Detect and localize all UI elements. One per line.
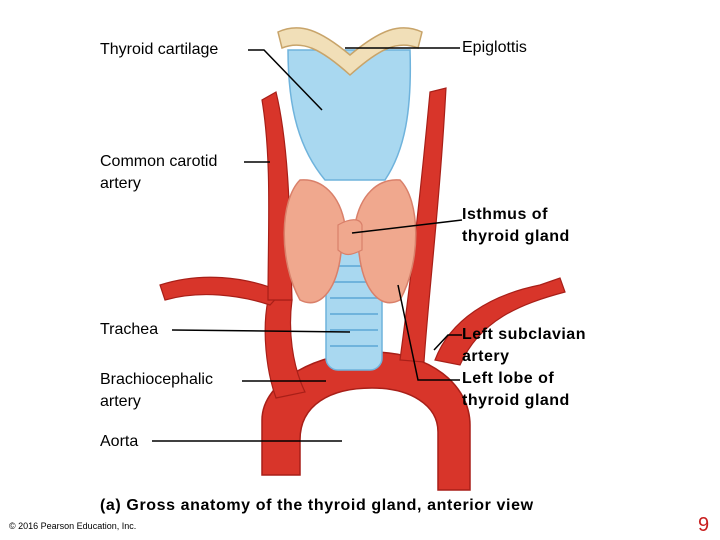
larynx-shape xyxy=(287,49,412,181)
leader-thyroid-cartilage xyxy=(248,49,323,111)
label-left-subclavian-line1: Left subclavian xyxy=(462,326,586,343)
brachiocephalic-artery-shape xyxy=(264,299,306,399)
leader-left-lobe xyxy=(397,284,460,381)
label-common-carotid-line2: artery xyxy=(100,175,141,192)
label-trachea: Trachea xyxy=(100,321,159,338)
left-subclavian-shape xyxy=(434,277,566,366)
label-aorta: Aorta xyxy=(100,433,139,450)
label-thyroid-cartilage: Thyroid cartilage xyxy=(100,41,219,58)
leader-trachea xyxy=(171,329,351,333)
page-number: 9 xyxy=(698,514,710,536)
label-epiglottis: Epiglottis xyxy=(462,39,527,56)
thyroid-right-lobe-shape xyxy=(283,179,346,304)
leader-left-subclavian xyxy=(433,334,462,351)
thyroid-isthmus-shape xyxy=(337,219,363,256)
figure-caption: (a) Gross anatomy of the thyroid gland, … xyxy=(100,497,534,514)
label-left-lobe-line1: Left lobe of xyxy=(462,370,555,387)
label-left-lobe-line2: thyroid gland xyxy=(462,392,570,409)
label-common-carotid-line1: Common carotid xyxy=(100,153,218,170)
label-isthmus-line2: thyroid gland xyxy=(462,228,570,245)
label-left-subclavian-line2: artery xyxy=(462,348,510,365)
label-brachiocephalic-line1: Brachiocephalic xyxy=(100,371,213,388)
right-subclavian-shape xyxy=(159,276,284,306)
leader-lines xyxy=(152,47,463,442)
label-isthmus-line1: Isthmus of xyxy=(462,206,548,223)
copyright-notice: © 2016 Pearson Education, Inc. xyxy=(9,521,137,531)
leader-isthmus xyxy=(351,219,463,234)
label-brachiocephalic-line2: artery xyxy=(100,393,141,410)
thyroid-left-lobe-shape xyxy=(354,179,417,304)
